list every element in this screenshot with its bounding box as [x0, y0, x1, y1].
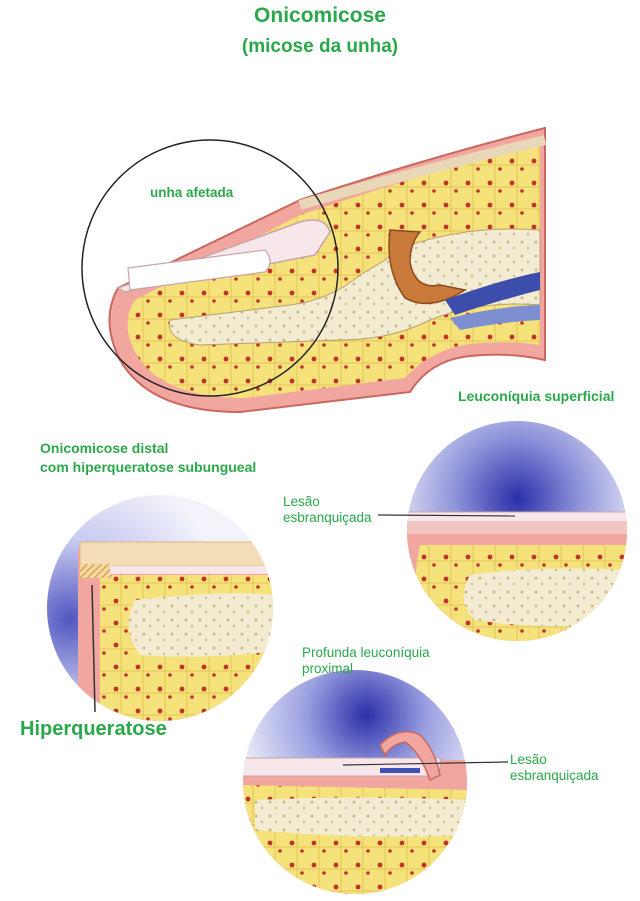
lesion-label-1-line1: Lesão	[283, 494, 320, 509]
lesion-label-2-line2: esbranquiçada	[510, 768, 599, 783]
diagram-subtitle: (micose da unha)	[241, 36, 399, 57]
affected-nail-label: unha afetada	[150, 185, 234, 200]
lesion-label-2-line1: Lesão	[510, 752, 547, 767]
proximal-leukonychia-detail	[243, 670, 509, 894]
distal-onychomycosis-label-line1: Onicomicose distal	[40, 440, 169, 456]
affected-nail-circle	[81, 139, 339, 397]
superficial-leukonychia-detail	[377, 421, 627, 641]
diagram-title: Onicomicose	[254, 4, 386, 27]
proximal-leukonychia-label-line1: Profunda leuconíquia	[302, 645, 430, 660]
hyperkeratosis-label: Hiperqueratose	[20, 718, 167, 740]
superficial-leukonychia-label: Leuconíquia superficial	[458, 388, 615, 404]
distal-onychomycosis-label-line2: com hiperqueratose subungueal	[40, 459, 257, 475]
proximal-leukonychia-label-line2: proximal	[302, 661, 354, 676]
distal-hyperkeratosis-detail	[47, 495, 273, 721]
lesion-label-1-line2: esbranquiçada	[283, 510, 372, 525]
finger-cross-section	[108, 126, 547, 414]
